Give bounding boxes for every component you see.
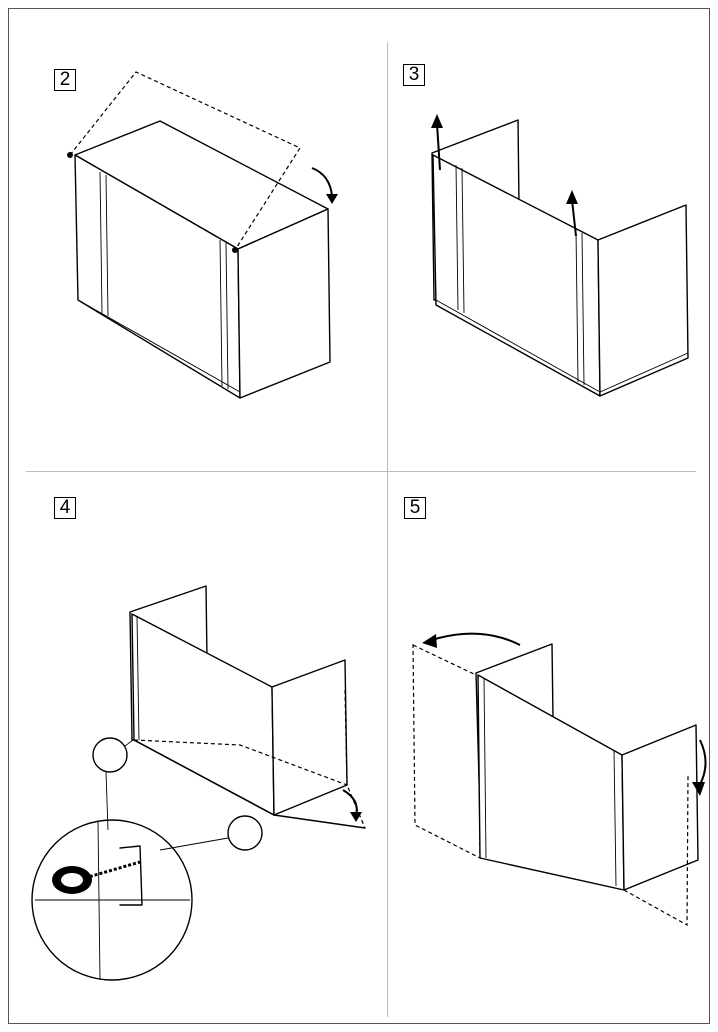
detail-circle xyxy=(92,737,128,773)
hinge-dot xyxy=(67,152,73,158)
step-2-label: 2 xyxy=(54,69,76,91)
lift-arrow-icon xyxy=(571,199,577,237)
step-5-label: 5 xyxy=(404,497,426,519)
step-3-label: 3 xyxy=(403,64,425,86)
zoom-detail-circle xyxy=(31,819,193,981)
swing-arrow-icon xyxy=(697,739,707,789)
horizontal-divider xyxy=(26,471,696,472)
step-4-label: 4 xyxy=(54,497,76,519)
swing-arrow-icon xyxy=(431,632,521,646)
vertical-divider xyxy=(387,42,388,1017)
rotate-arrow-icon xyxy=(311,167,333,197)
lift-arrow-icon xyxy=(436,123,441,171)
detail-circle xyxy=(227,815,263,851)
hinge-dot xyxy=(232,247,238,253)
